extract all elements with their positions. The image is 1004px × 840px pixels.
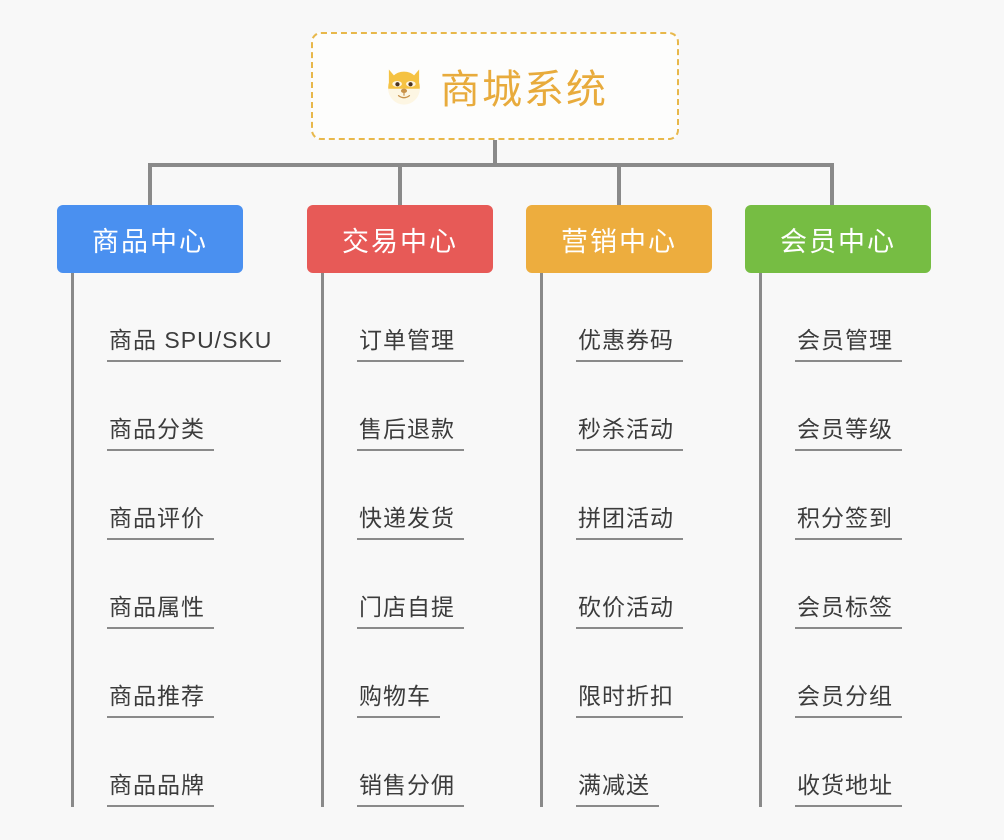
list-item[interactable]: 商品品牌 (74, 718, 243, 807)
list-item-label: 会员管理 (795, 321, 902, 362)
connector-drop-2 (617, 163, 621, 207)
list-item-label: 商品评价 (107, 499, 214, 540)
branch-header-label: 交易中心 (342, 226, 458, 257)
list-item-label: 会员分组 (795, 677, 902, 718)
list-item[interactable]: 会员等级 (762, 362, 931, 451)
branch-column-1: 交易中心 订单管理 售后退款 快递发货 门店自提 购物车 销售分佣 (307, 205, 493, 807)
list-item-label: 商品属性 (107, 588, 214, 629)
list-item[interactable]: 收货地址 (762, 718, 931, 807)
branch-column-2: 营销中心 优惠券码 秒杀活动 拼团活动 砍价活动 限时折扣 满减送 (526, 205, 712, 807)
list-item[interactable]: 积分签到 (762, 451, 931, 540)
list-item[interactable]: 限时折扣 (543, 629, 712, 718)
list-item[interactable]: 快递发货 (324, 451, 493, 540)
list-item[interactable]: 商品属性 (74, 540, 243, 629)
connector-drop-1 (398, 163, 402, 207)
list-item[interactable]: 销售分佣 (324, 718, 493, 807)
list-item-label: 积分签到 (795, 499, 902, 540)
branch-items-0: 商品 SPU/SKU 商品分类 商品评价 商品属性 商品推荐 商品品牌 (71, 273, 282, 807)
connector-bus (148, 163, 834, 167)
list-item-label: 售后退款 (357, 410, 464, 451)
branch-column-0: 商品中心 商品 SPU/SKU 商品分类 商品评价 商品属性 商品推荐 商品品牌 (57, 205, 282, 807)
list-item[interactable]: 优惠券码 (543, 273, 712, 362)
list-item-label: 门店自提 (357, 588, 464, 629)
connector-drop-0 (148, 163, 152, 207)
list-item-label: 订单管理 (357, 321, 464, 362)
list-item-label: 会员等级 (795, 410, 902, 451)
list-item-label: 拼团活动 (576, 499, 683, 540)
branch-header-label: 营销中心 (561, 226, 677, 257)
list-item[interactable]: 会员管理 (762, 273, 931, 362)
list-item[interactable]: 砍价活动 (543, 540, 712, 629)
branch-items-1: 订单管理 售后退款 快递发货 门店自提 购物车 销售分佣 (321, 273, 493, 807)
branch-header-label: 会员中心 (780, 226, 896, 257)
list-item-label: 商品推荐 (107, 677, 214, 718)
list-item-label: 快递发货 (357, 499, 464, 540)
branch-items-2: 优惠券码 秒杀活动 拼团活动 砍价活动 限时折扣 满减送 (540, 273, 712, 807)
branch-header-0[interactable]: 商品中心 (57, 205, 243, 273)
list-item-label: 商品分类 (107, 410, 214, 451)
branch-header-3[interactable]: 会员中心 (745, 205, 931, 273)
root-title: 商城系统 (440, 68, 608, 112)
list-item-label: 优惠券码 (576, 321, 683, 362)
list-item-label: 购物车 (357, 677, 440, 718)
list-item[interactable]: 商品推荐 (74, 629, 243, 718)
list-item-label: 收货地址 (795, 766, 902, 807)
list-item[interactable]: 商品 SPU/SKU (74, 273, 282, 362)
list-item[interactable]: 购物车 (324, 629, 493, 718)
list-item-label: 秒杀活动 (576, 410, 683, 451)
branch-column-3: 会员中心 会员管理 会员等级 积分签到 会员标签 会员分组 收货地址 (745, 205, 931, 807)
list-item-label: 满减送 (576, 766, 659, 807)
list-item-label: 商品品牌 (107, 766, 214, 807)
list-item[interactable]: 商品评价 (74, 451, 243, 540)
dog-face-icon (382, 64, 426, 108)
branch-items-3: 会员管理 会员等级 积分签到 会员标签 会员分组 收货地址 (759, 273, 931, 807)
list-item[interactable]: 售后退款 (324, 362, 493, 451)
list-item-label: 商品 SPU/SKU (107, 321, 282, 362)
list-item[interactable]: 会员标签 (762, 540, 931, 629)
list-item[interactable]: 门店自提 (324, 540, 493, 629)
connector-drop-3 (830, 163, 834, 207)
list-item[interactable]: 满减送 (543, 718, 712, 807)
list-item[interactable]: 商品分类 (74, 362, 243, 451)
list-item[interactable]: 会员分组 (762, 629, 931, 718)
root-node[interactable]: 商城系统 (311, 32, 679, 140)
branch-header-label: 商品中心 (92, 226, 208, 257)
list-item[interactable]: 秒杀活动 (543, 362, 712, 451)
branch-header-2[interactable]: 营销中心 (526, 205, 712, 273)
list-item[interactable]: 订单管理 (324, 273, 493, 362)
list-item-label: 砍价活动 (576, 588, 683, 629)
connector-root-stem (493, 140, 497, 165)
list-item[interactable]: 拼团活动 (543, 451, 712, 540)
list-item-label: 销售分佣 (357, 766, 464, 807)
list-item-label: 会员标签 (795, 588, 902, 629)
branch-header-1[interactable]: 交易中心 (307, 205, 493, 273)
list-item-label: 限时折扣 (576, 677, 683, 718)
